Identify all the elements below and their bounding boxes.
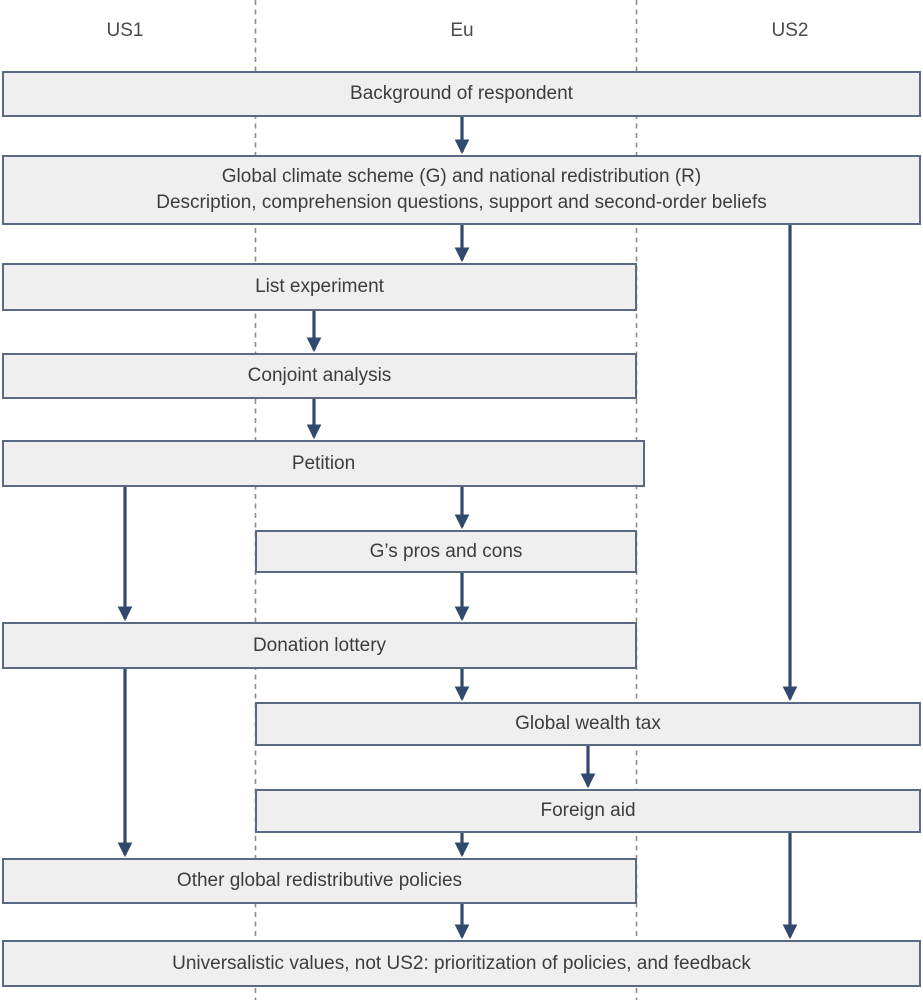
column-header-us2: US2 <box>771 20 809 41</box>
box-g-pros-and-cons-label: G’s pros and cons <box>369 540 523 562</box>
column-header-eu: Eu <box>450 20 474 41</box>
box-global-wealth-tax-label: Global wealth tax <box>515 713 661 735</box>
box-global-climate-scheme-line1: Global climate scheme (G) and national r… <box>221 166 702 188</box>
box-universalistic-values-feedback: Universalistic values, not US2: prioriti… <box>2 940 921 987</box>
box-petition: Petition <box>2 440 645 487</box>
box-foreign-aid: Foreign aid <box>255 789 921 833</box>
box-donation-lottery-label: Donation lottery <box>252 634 387 656</box>
box-universalistic-values-feedback-label: Universalistic values, not US2: prioriti… <box>172 952 751 974</box>
box-donation-lottery: Donation lottery <box>2 622 637 669</box>
column-header-us1: US1 <box>106 20 144 41</box>
box-global-climate-scheme: Global climate scheme (G) and national r… <box>2 155 921 225</box>
box-g-pros-and-cons: G’s pros and cons <box>255 530 637 573</box>
box-global-wealth-tax: Global wealth tax <box>255 702 921 746</box>
box-foreign-aid-label: Foreign aid <box>540 800 636 822</box>
box-global-climate-scheme-line2: Description, comprehension questions, su… <box>156 192 767 213</box>
box-other-global-redistributive-policies: Other global redistributive policies <box>2 858 637 904</box>
box-background-of-respondent-label: Background of respondent <box>350 83 573 105</box>
box-list-experiment: List experiment <box>2 263 637 311</box>
box-list-experiment-label: List experiment <box>255 276 384 298</box>
box-conjoint-analysis: Conjoint analysis <box>2 353 637 399</box>
box-petition-label: Petition <box>291 452 356 474</box>
box-conjoint-analysis-label: Conjoint analysis <box>247 365 392 387</box>
box-background-of-respondent: Background of respondent <box>2 71 921 117</box>
box-other-global-redistributive-policies-label: Other global redistributive policies <box>176 870 463 892</box>
